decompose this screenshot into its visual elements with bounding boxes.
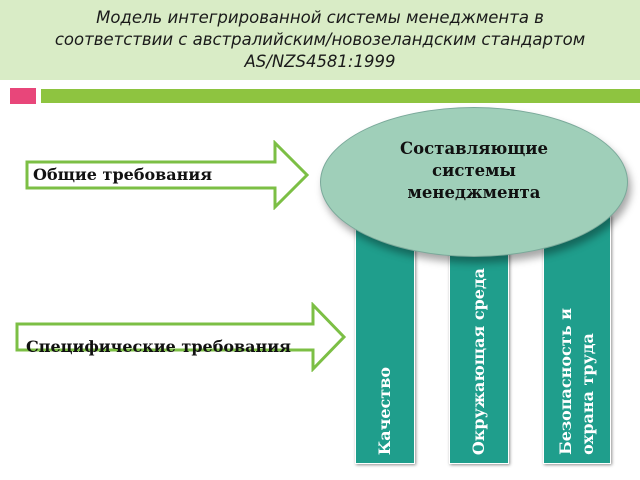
pillar-quality: Качество (355, 215, 415, 464)
title-band: Модель интегрированной системы менеджмен… (0, 0, 640, 80)
ellipse-line-1: Составляющие (400, 139, 548, 158)
general-requirements-label: Общие требования (33, 165, 213, 184)
page-title: Модель интегрированной системы менеджмен… (10, 7, 630, 73)
pillar-safety-label-line-1: Безопасность и (556, 308, 575, 455)
title-line-2: соответствии с австралийским/новозеландс… (54, 30, 586, 49)
pillar-safety-label: Безопасность и охрана труда (555, 308, 599, 455)
specific-requirements-label: Специфические требования (26, 337, 291, 356)
title-line-1: Модель интегрированной системы менеджмен… (96, 8, 544, 27)
pillar-environment-label: Окружающая среда (469, 267, 488, 455)
accent-green-bar (41, 89, 640, 103)
pillar-safety-label-line-2: охрана труда (578, 333, 597, 455)
specific-requirements-arrow (15, 302, 347, 372)
ellipse-line-2: системы (432, 161, 516, 180)
management-components-ellipse: Составляющие системы менеджмента (320, 107, 628, 257)
pillar-safety: Безопасность и охрана труда (543, 215, 611, 464)
title-line-3: AS/NZS4581:1999 (244, 52, 396, 71)
ellipse-text: Составляющие системы менеджмента (321, 138, 627, 204)
accent-pink-square (10, 88, 36, 104)
general-requirements-arrow (25, 140, 310, 210)
pillar-quality-label: Качество (375, 366, 394, 455)
ellipse-line-3: менеджмента (407, 183, 541, 202)
